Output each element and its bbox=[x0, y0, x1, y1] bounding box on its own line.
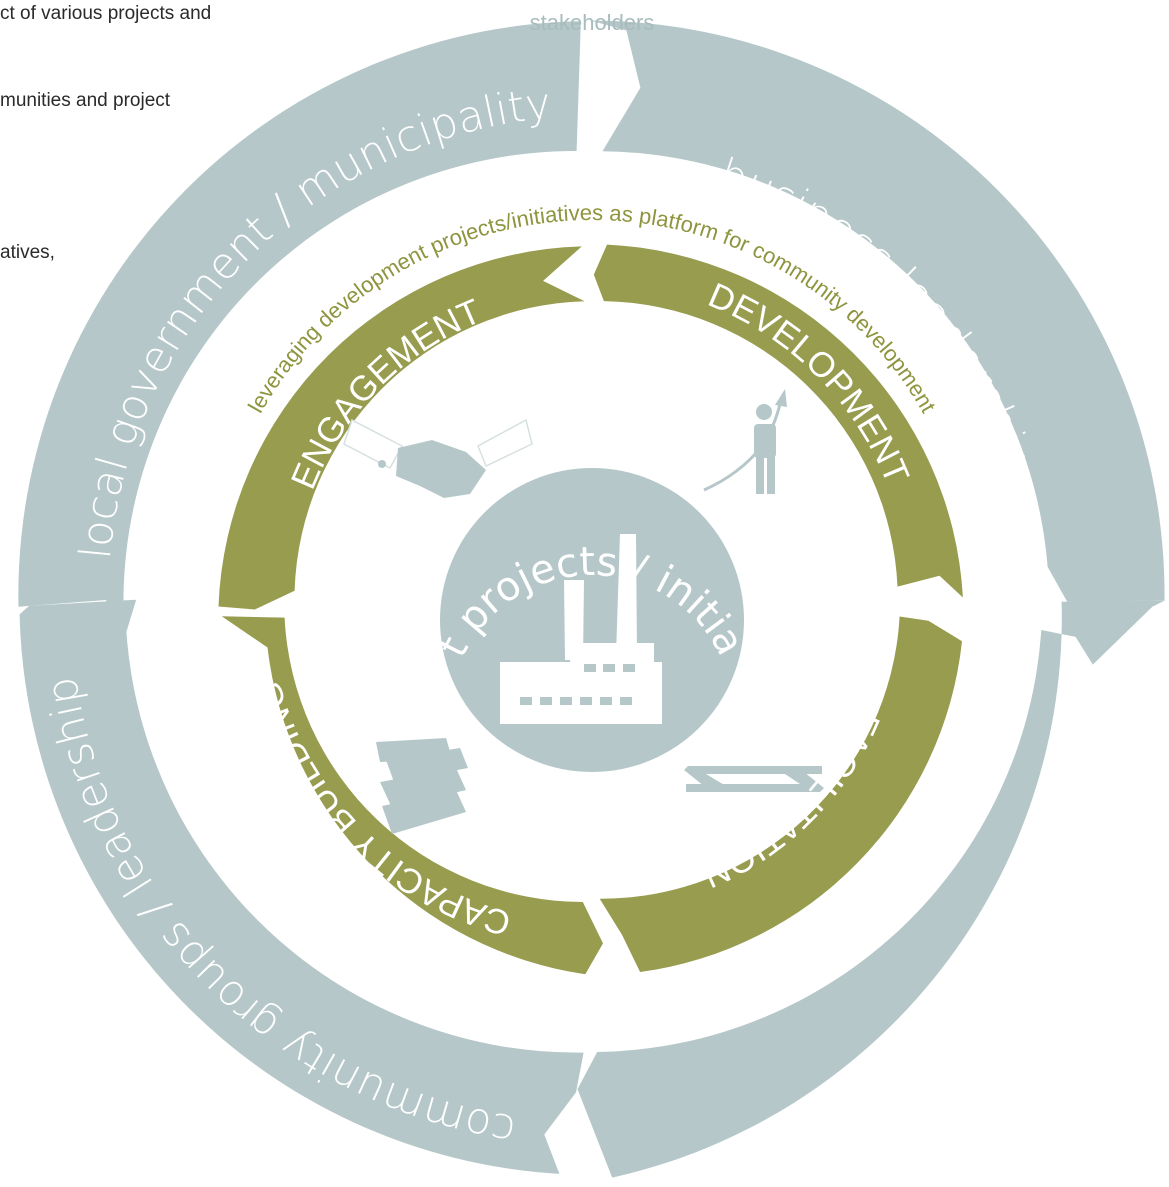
background-text-line: atives, bbox=[0, 242, 55, 263]
growth-person-icon bbox=[703, 389, 787, 494]
inner-ring-segment-top-left bbox=[218, 246, 585, 610]
inner-ring bbox=[218, 244, 963, 975]
outer-ring bbox=[18, 20, 1166, 1178]
stakeholders-label: stakeholders bbox=[530, 10, 655, 35]
inner-ring-segment-bottom-right bbox=[599, 616, 962, 972]
exchange-arrows-icon bbox=[684, 766, 824, 792]
factory-icon bbox=[500, 534, 662, 724]
outer-ring-segment-bottom-left bbox=[19, 571, 584, 1174]
outer-ring-segment-bottom-right bbox=[577, 600, 1166, 1178]
background-text-line: ct of various projects and bbox=[0, 3, 212, 24]
handshake-icon bbox=[343, 418, 533, 498]
inner-ring-segment-top-right bbox=[593, 244, 963, 598]
books-icon bbox=[376, 738, 468, 834]
background-text-line: munities and project bbox=[0, 90, 171, 111]
outer-ring-segment-top-right bbox=[590, 20, 1165, 603]
inner-ring-segment-bottom-left bbox=[221, 616, 603, 975]
outer-ring-segment-top-left bbox=[18, 21, 581, 633]
